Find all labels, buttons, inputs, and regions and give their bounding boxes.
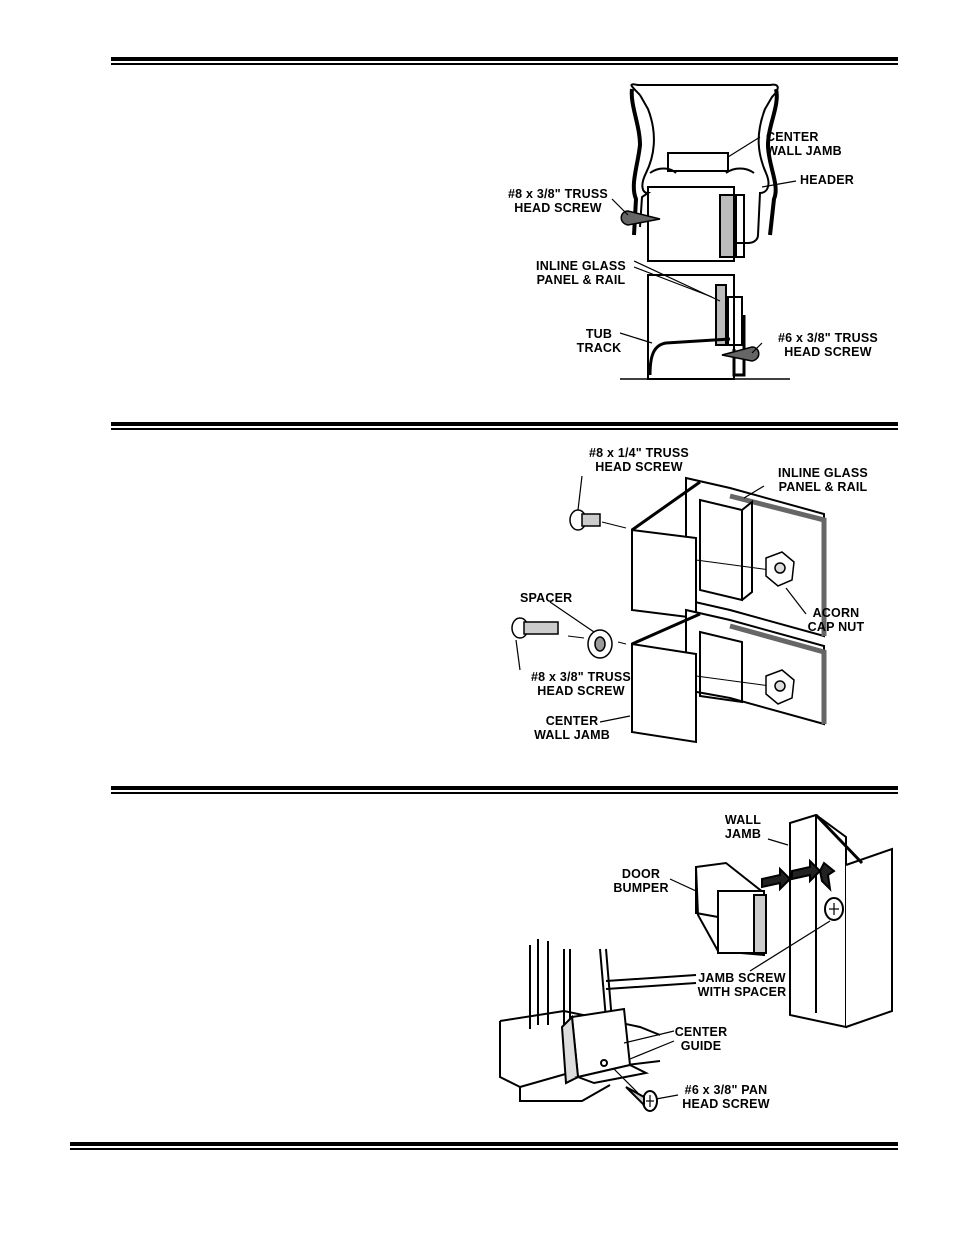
label-spacer: SPACER	[520, 591, 573, 605]
section-rule-2	[111, 422, 898, 430]
jamb-assembly-drawing	[511, 475, 827, 744]
footer-rule	[70, 1142, 898, 1150]
section-rule-1	[111, 57, 898, 65]
header-section-drawing	[611, 83, 797, 380]
bumper-guide-drawing	[499, 813, 893, 1112]
label-header: HEADER	[800, 173, 854, 187]
section-rule-3	[111, 786, 898, 794]
